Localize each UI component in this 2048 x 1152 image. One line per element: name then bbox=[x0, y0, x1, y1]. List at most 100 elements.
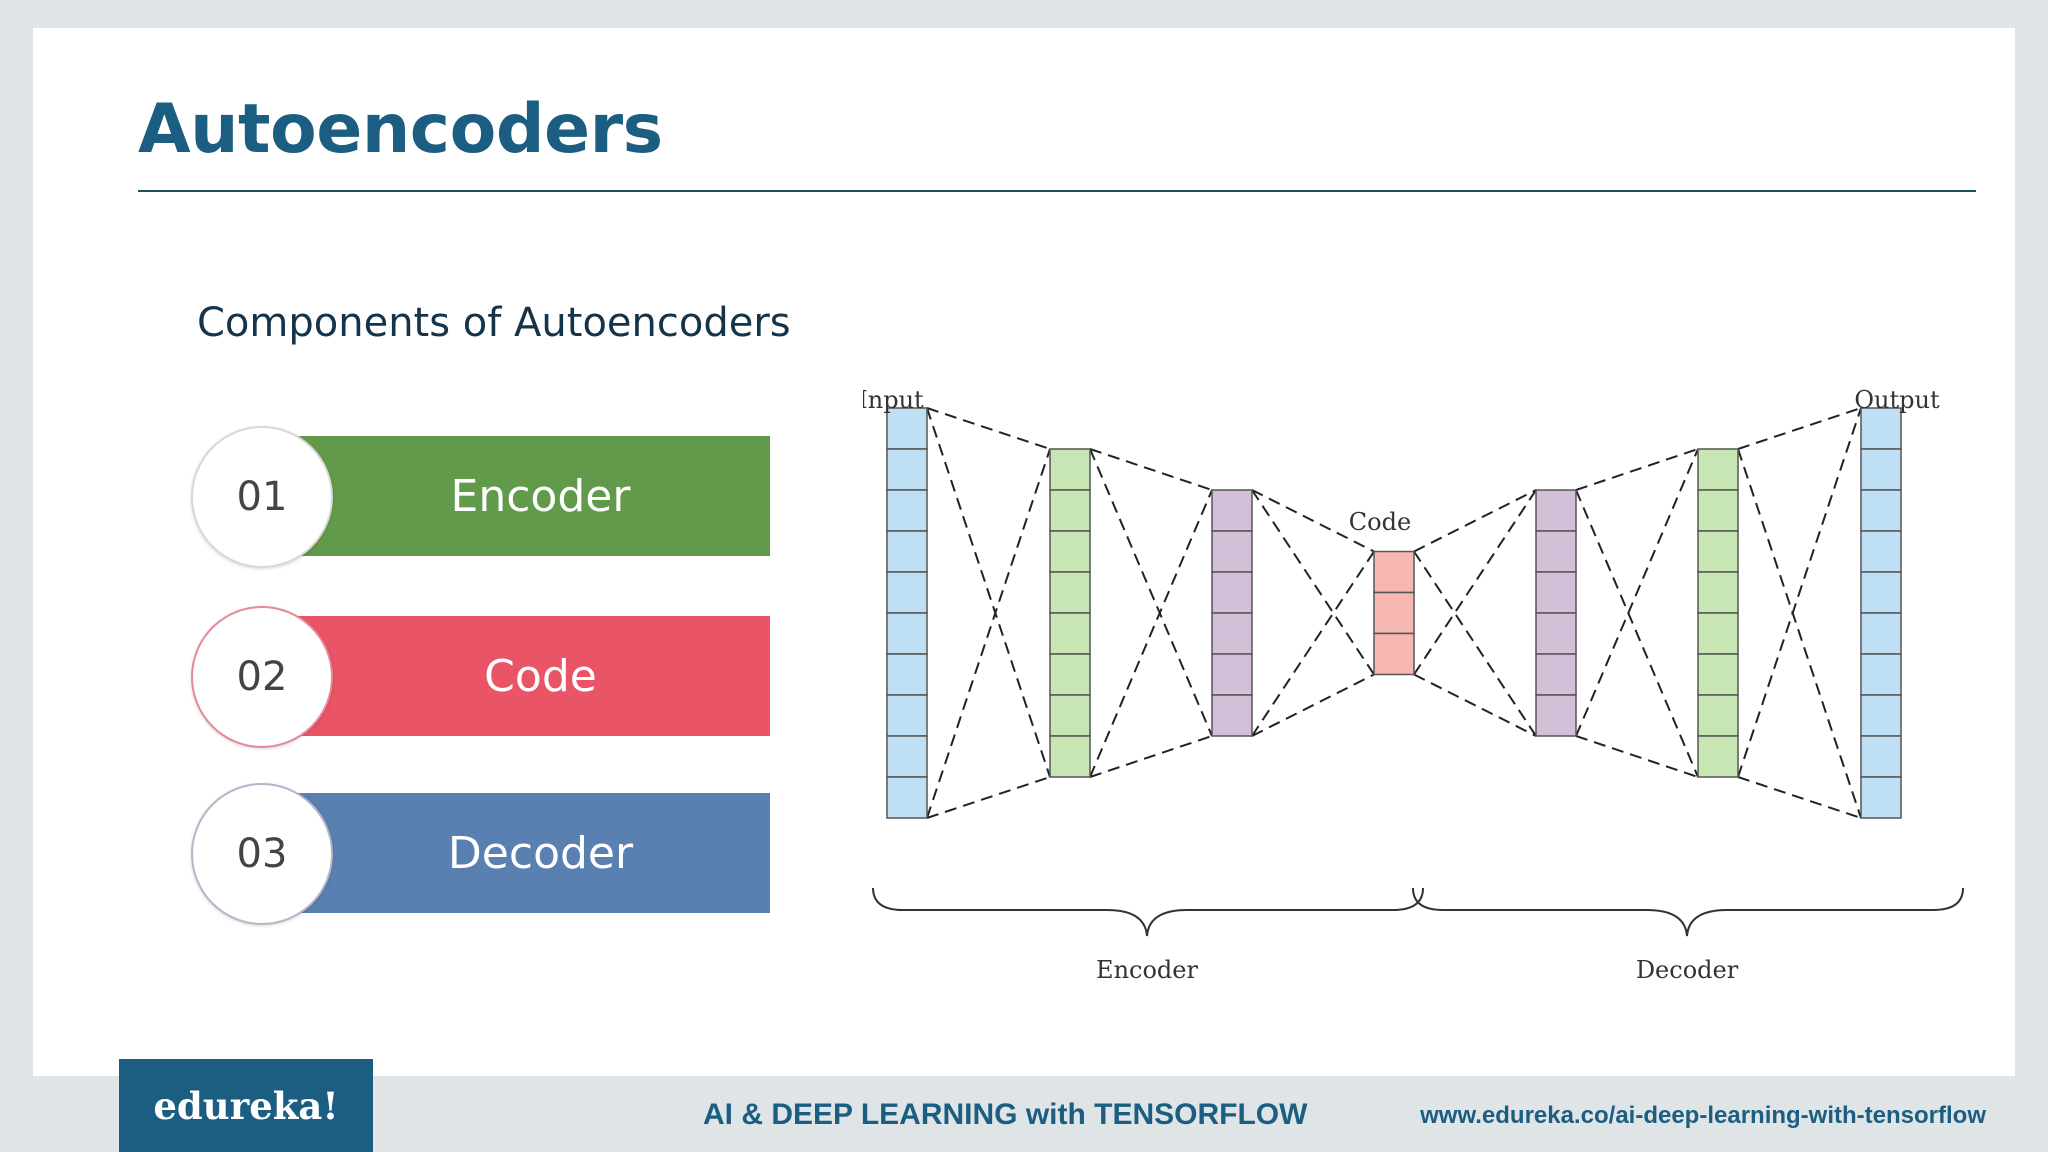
connection-line bbox=[926, 407, 1051, 778]
neuron-cell bbox=[1697, 653, 1739, 696]
neuron-cell bbox=[1049, 489, 1091, 532]
edureka-logo: edureka! bbox=[119, 1059, 373, 1152]
component-item-encoder: Encoder 01 bbox=[191, 426, 791, 572]
neuron-cell bbox=[1860, 489, 1902, 532]
neuron-cell bbox=[886, 489, 928, 532]
layer-encoder-hidden-1 bbox=[1049, 448, 1091, 778]
neuron-cell bbox=[886, 571, 928, 614]
connection-line bbox=[1413, 489, 1537, 676]
neuron-cell bbox=[1697, 612, 1739, 655]
encoder-brace bbox=[872, 887, 1424, 937]
layer-encoder-hidden-2 bbox=[1211, 489, 1253, 737]
neuron-cell bbox=[1049, 694, 1091, 737]
neuron-cell bbox=[1535, 653, 1577, 696]
connection-line bbox=[1575, 735, 1699, 778]
connection-line bbox=[1251, 550, 1375, 737]
neuron-cell bbox=[1697, 448, 1739, 491]
connection-line bbox=[1575, 448, 1699, 491]
neuron-cell bbox=[1049, 448, 1091, 491]
neuron-cell bbox=[886, 448, 928, 491]
connection-line bbox=[1251, 489, 1375, 553]
input-label: Input bbox=[863, 386, 924, 414]
logo-text: edureka! bbox=[153, 1083, 339, 1128]
neuron-cell bbox=[1373, 591, 1415, 635]
code-label: Code bbox=[1349, 508, 1411, 536]
output-label: Output bbox=[1854, 386, 1940, 414]
neuron-cell bbox=[1535, 530, 1577, 573]
connection-line bbox=[1089, 448, 1213, 491]
layer-input bbox=[886, 407, 928, 819]
component-number-01: 01 bbox=[191, 426, 333, 568]
connection-line bbox=[1737, 407, 1862, 778]
neuron-cell bbox=[886, 530, 928, 573]
neuron-cell bbox=[1535, 571, 1577, 614]
connection-line bbox=[1413, 673, 1537, 737]
component-item-code: Code 02 bbox=[191, 606, 791, 752]
neuron-cell bbox=[1049, 612, 1091, 655]
neuron-cell bbox=[1697, 571, 1739, 614]
neuron-cell bbox=[886, 776, 928, 819]
neuron-cell bbox=[886, 407, 928, 450]
title-divider bbox=[138, 190, 1976, 192]
component-label-code: Code bbox=[281, 616, 770, 736]
neuron-cell bbox=[886, 735, 928, 778]
connection-line bbox=[1737, 776, 1862, 819]
neuron-cell bbox=[1049, 530, 1091, 573]
decoder-brace-label: Decoder bbox=[1636, 956, 1739, 984]
autoencoder-diagram: Input Output Code Encoder Decoder bbox=[863, 386, 1964, 984]
neuron-cell bbox=[1211, 612, 1253, 655]
neuron-cell bbox=[1860, 653, 1902, 696]
slide-subtitle: Components of Autoencoders bbox=[197, 300, 791, 346]
connection-line bbox=[926, 407, 1051, 450]
connection-line bbox=[1575, 489, 1699, 778]
neuron-cell bbox=[1860, 407, 1902, 450]
connection-line bbox=[1575, 448, 1699, 737]
component-label-decoder: Decoder bbox=[281, 793, 770, 913]
connection-line bbox=[1413, 489, 1537, 553]
connection-line bbox=[1413, 550, 1537, 737]
neuron-cell bbox=[1697, 735, 1739, 778]
neuron-cell bbox=[886, 653, 928, 696]
component-label-encoder: Encoder bbox=[281, 436, 770, 556]
course-title: AI & DEEP LEARNING with TENSORFLOW bbox=[703, 1098, 1308, 1131]
connection-line bbox=[1089, 489, 1213, 778]
neuron-cell bbox=[1535, 612, 1577, 655]
neuron-cell bbox=[1049, 653, 1091, 696]
neuron-cell bbox=[1697, 530, 1739, 573]
course-url[interactable]: www.edureka.co/ai-deep-learning-with-ten… bbox=[1420, 1102, 1986, 1129]
neuron-cell bbox=[1860, 530, 1902, 573]
diagram-layers bbox=[886, 407, 1902, 819]
layer-output bbox=[1860, 407, 1902, 819]
neuron-cell bbox=[1535, 489, 1577, 532]
connection-line bbox=[1737, 448, 1862, 819]
decoder-brace bbox=[1412, 887, 1964, 937]
neuron-cell bbox=[1211, 694, 1253, 737]
neuron-cell bbox=[886, 694, 928, 737]
connection-line bbox=[926, 448, 1051, 819]
component-number-02: 02 bbox=[191, 606, 333, 748]
connection-line bbox=[1737, 407, 1862, 450]
neuron-cell bbox=[1049, 571, 1091, 614]
neuron-cell bbox=[1860, 735, 1902, 778]
neuron-cell bbox=[1373, 550, 1415, 594]
connection-line bbox=[1251, 673, 1375, 737]
connection-line bbox=[1089, 448, 1213, 737]
neuron-cell bbox=[1860, 694, 1902, 737]
neuron-cell bbox=[1860, 571, 1902, 614]
neuron-cell bbox=[1697, 694, 1739, 737]
layer-code bbox=[1373, 550, 1415, 676]
connection-line bbox=[1089, 735, 1213, 778]
encoder-brace-label: Encoder bbox=[1096, 956, 1198, 984]
component-number-03: 03 bbox=[191, 783, 333, 925]
slide: Autoencoders Components of Autoencoders … bbox=[33, 28, 2015, 1076]
connection-line bbox=[926, 776, 1051, 819]
neuron-cell bbox=[1373, 632, 1415, 676]
component-item-decoder: Decoder 03 bbox=[191, 783, 791, 929]
diagram-connections bbox=[926, 407, 1862, 819]
neuron-cell bbox=[1535, 694, 1577, 737]
neuron-cell bbox=[886, 612, 928, 655]
neuron-cell bbox=[1860, 448, 1902, 491]
neuron-cell bbox=[1049, 735, 1091, 778]
neuron-cell bbox=[1211, 530, 1253, 573]
neuron-cell bbox=[1211, 571, 1253, 614]
